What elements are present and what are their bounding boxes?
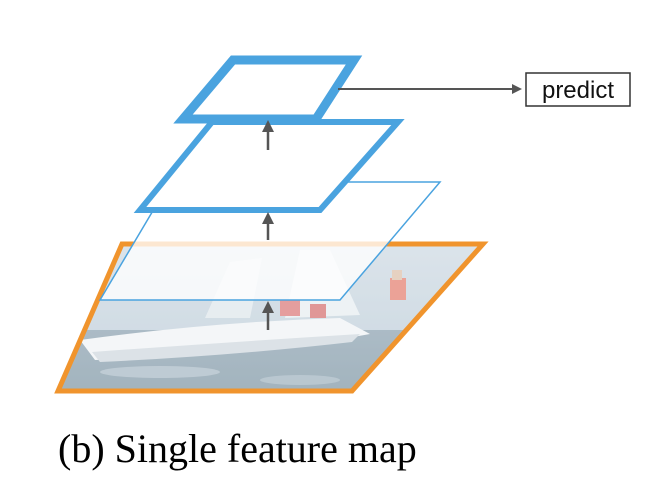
feature-map-level-2 bbox=[133, 119, 405, 213]
figure-caption: (b) Single feature map bbox=[58, 426, 417, 471]
feature-map-level-3 bbox=[173, 55, 363, 124]
predict-label: predict bbox=[542, 77, 614, 104]
predict-box: predict bbox=[525, 72, 631, 107]
